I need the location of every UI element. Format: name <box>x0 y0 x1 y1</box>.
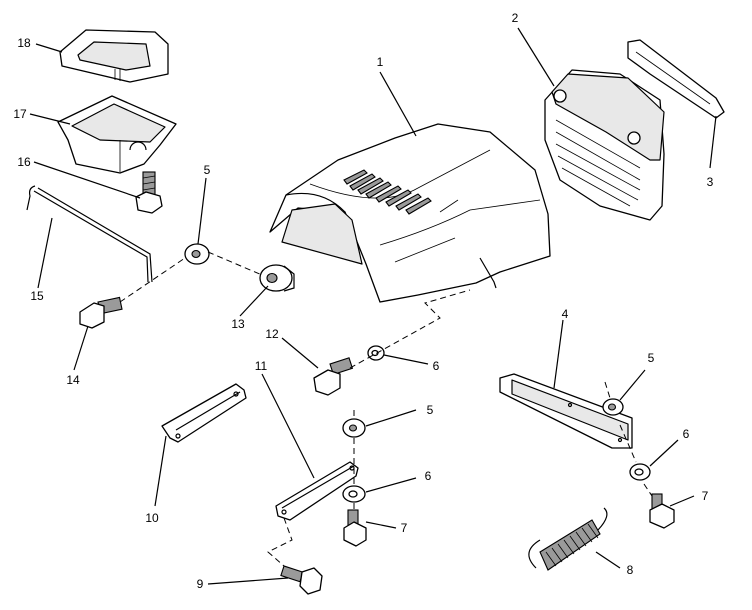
callout-5-left: 5 <box>204 163 211 177</box>
callout-6-middle: 6 <box>425 469 432 483</box>
callout-5-middle: 5 <box>427 403 434 417</box>
part-9-bolt <box>280 565 323 595</box>
part-16-bolt <box>135 171 163 214</box>
callout-labels: 1 2 3 4 5 5 5 6 6 6 7 7 8 9 10 11 12 13 … <box>13 11 713 591</box>
callout-7-middle: 7 <box>401 521 408 535</box>
part-2-grille <box>544 69 665 221</box>
callout-6-top: 6 <box>433 359 440 373</box>
part-7-bolt-middle <box>343 509 367 547</box>
part-5-nut-middle <box>342 418 366 438</box>
part-5-nut-left <box>184 243 210 265</box>
callout-9: 9 <box>197 577 204 591</box>
part-13-spacer <box>259 264 295 292</box>
callout-15: 15 <box>30 289 44 303</box>
assembly-axis-bottom <box>267 517 293 567</box>
callout-6-right: 6 <box>683 427 690 441</box>
part-8-spring <box>528 507 608 571</box>
part-14-bolt <box>79 296 123 329</box>
part-7-bolt-right <box>649 493 675 529</box>
callout-17: 17 <box>13 107 27 121</box>
callout-1: 1 <box>377 55 384 69</box>
part-11-strap <box>275 461 359 521</box>
callout-2: 2 <box>512 11 519 25</box>
part-5-nut-right <box>602 398 624 416</box>
callout-8: 8 <box>627 563 634 577</box>
assembly-axis-hood <box>349 289 471 369</box>
part-6-washer-right <box>629 463 651 481</box>
callout-7-right: 7 <box>702 489 709 503</box>
callout-13: 13 <box>231 317 245 331</box>
part-1-hood <box>269 123 551 303</box>
callout-4: 4 <box>562 307 569 321</box>
part-3-trim-strip <box>627 39 725 119</box>
callout-3: 3 <box>707 175 714 189</box>
part-4-bracket <box>499 373 633 449</box>
assembly-axis-left <box>119 251 263 303</box>
callout-10: 10 <box>145 511 159 525</box>
callout-18: 18 <box>17 36 31 50</box>
part-17-tray <box>57 95 177 174</box>
callout-12: 12 <box>265 327 279 341</box>
part-12-bolt <box>313 357 354 396</box>
part-18-pad <box>59 29 169 83</box>
callout-11: 11 <box>255 359 268 373</box>
callout-5-right: 5 <box>648 351 655 365</box>
part-10-link-arm <box>161 383 247 443</box>
part-15-rod <box>26 185 153 283</box>
part-6-washer-middle <box>342 485 366 503</box>
callout-14: 14 <box>66 373 80 387</box>
assembly-axis-right <box>604 381 653 497</box>
leader-lines <box>29 27 717 585</box>
callout-16: 16 <box>17 155 31 169</box>
